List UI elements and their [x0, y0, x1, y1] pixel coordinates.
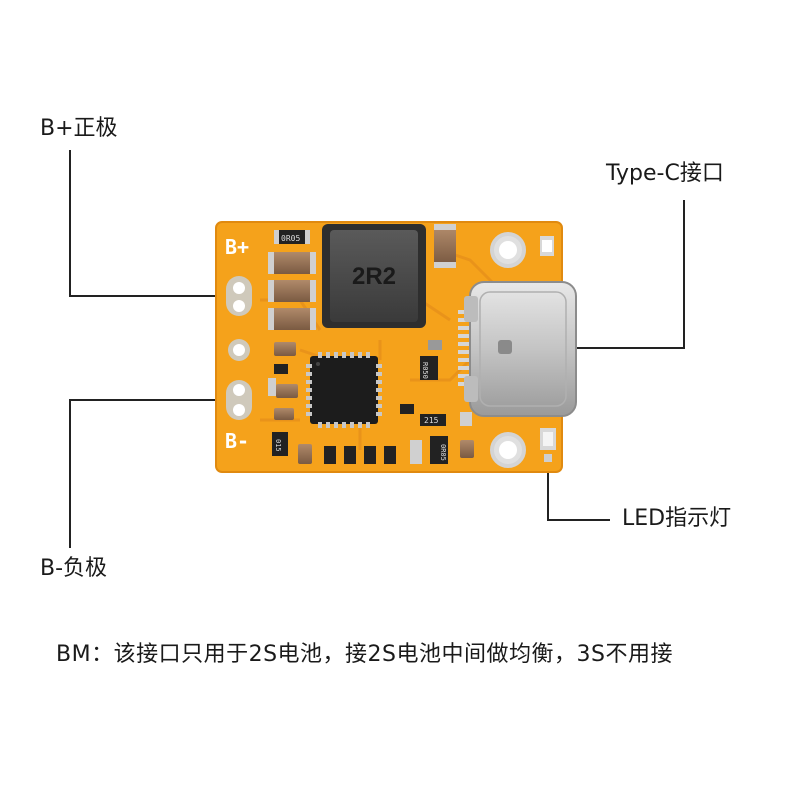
caption-note: BM：该接口只用于2S电池，接2S电池中间做均衡，3S不用接 — [56, 642, 673, 667]
svg-text:R050: R050 — [421, 362, 429, 379]
b-plus-leader — [69, 150, 236, 297]
capacitors-left — [268, 252, 316, 330]
solder-pads — [226, 276, 252, 420]
ic-chip — [306, 352, 382, 428]
svg-text:2R2: 2R2 — [352, 263, 396, 290]
svg-text:0R05: 0R05 — [281, 234, 300, 243]
resistor-top: 0R05 — [274, 230, 310, 244]
svg-text:015: 015 — [274, 439, 282, 452]
b-minus-leader — [69, 399, 236, 548]
led-label: LED指示灯 — [622, 506, 732, 531]
mounting-holes — [490, 232, 526, 468]
led-leader — [547, 460, 610, 521]
led-component — [540, 428, 556, 462]
svg-text:215: 215 — [424, 416, 439, 425]
svg-text:0R05: 0R05 — [439, 444, 447, 461]
type-c-leader — [560, 200, 685, 349]
callout-lines — [69, 150, 685, 548]
type-c-connector — [458, 281, 577, 417]
bm-pad — [228, 339, 250, 361]
b-minus-pads — [226, 380, 252, 420]
inductor: 2R2 — [322, 224, 426, 328]
bottom-components: 015 0R05 215 — [272, 412, 474, 464]
silk-b-minus: B- — [225, 429, 249, 453]
b-plus-pads — [226, 276, 252, 316]
b-minus-label: B-负极 — [40, 556, 108, 581]
type-c-label: Type-C接口 — [606, 161, 724, 186]
silk-b-plus: B+ — [225, 235, 249, 259]
small-components: R050 — [268, 340, 442, 420]
b-plus-label: B+正极 — [40, 116, 118, 141]
capacitors-top-right — [434, 224, 554, 268]
